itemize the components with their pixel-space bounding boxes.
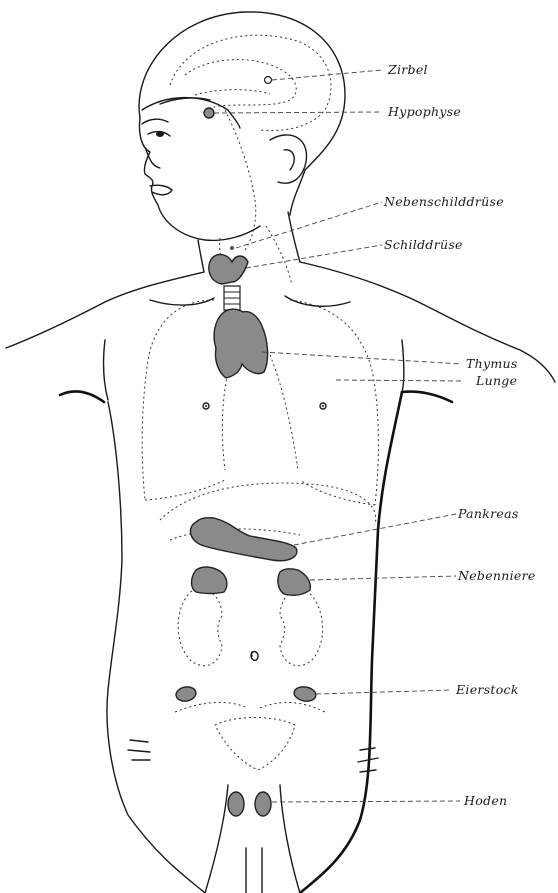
leader-lines — [214, 70, 462, 802]
eierstock-left-gland — [175, 685, 197, 702]
label-eierstock: Eierstock — [455, 682, 519, 697]
zirbel-gland — [265, 77, 272, 84]
label-nebenniere: Nebenniere — [457, 568, 536, 583]
label-zirbel: Zirbel — [387, 62, 428, 77]
label-hypophyse: Hypophyse — [387, 104, 461, 119]
nebenniere-left-gland — [192, 567, 227, 594]
pankreas-gland — [190, 518, 296, 561]
label-schilddruese: Schilddrüse — [384, 237, 463, 252]
label-hoden: Hoden — [463, 793, 507, 808]
label-lunge: Lunge — [475, 373, 517, 388]
head-outline — [139, 12, 345, 250]
hypophyse-gland — [204, 108, 214, 118]
label-thymus: Thymus — [466, 356, 518, 371]
label-nebenschilddruese: Nebenschilddrüse — [383, 194, 504, 209]
labels: Zirbel Hypophyse Nebenschilddrüse Schild… — [383, 62, 536, 808]
schilddruese-gland — [209, 255, 248, 284]
nebenschilddruese-gland — [230, 246, 234, 250]
nebenniere-right-gland — [278, 569, 310, 596]
eierstock-right-gland — [293, 685, 317, 703]
glands — [175, 77, 317, 817]
label-pankreas: Pankreas — [457, 506, 519, 521]
hoden-left-gland — [228, 792, 244, 816]
hoden-right-gland — [255, 792, 271, 816]
thymus-gland — [214, 309, 268, 378]
